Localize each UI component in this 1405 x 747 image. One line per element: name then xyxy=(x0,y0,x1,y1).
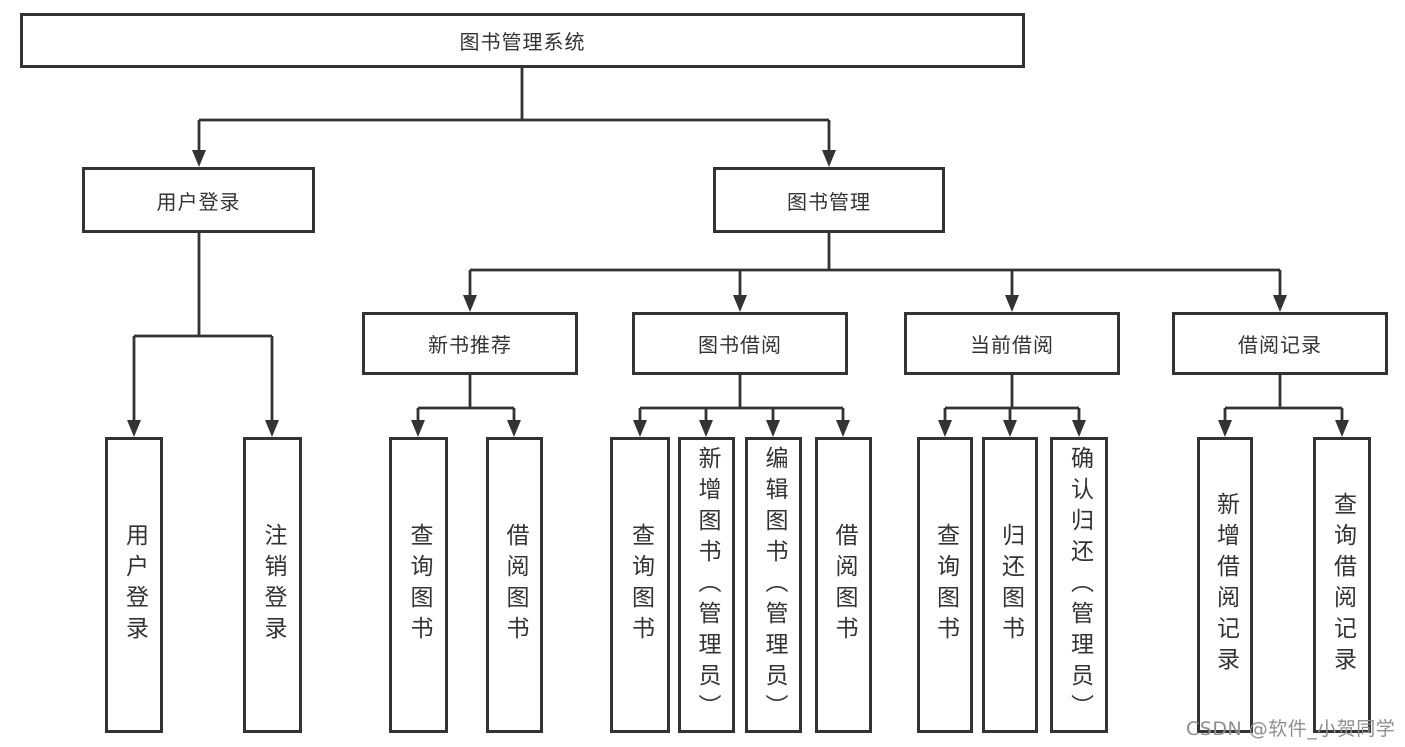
leaf-confirm-return-admin: 确认归还（管理员） xyxy=(1050,437,1108,733)
node-user-login: 用户登录 xyxy=(82,167,315,233)
leaf-label: 归还图书 xyxy=(997,523,1024,647)
leaf-query-books-current: 查询图书 xyxy=(917,437,973,733)
leaf-query-borrow-record: 查询借阅记录 xyxy=(1313,437,1371,733)
leaf-logout-login: 注销登录 xyxy=(243,437,302,733)
leaf-borrow-books-recommend: 借阅图书 xyxy=(486,437,543,733)
node-library-system: 图书管理系统 xyxy=(20,13,1025,68)
node-book-management: 图书管理 xyxy=(713,167,945,233)
leaf-label: 新增图书（管理员） xyxy=(694,445,720,725)
leaf-label: 借阅图书 xyxy=(502,523,528,647)
node-book-borrow: 图书借阅 xyxy=(632,312,848,375)
leaf-query-books-borrow: 查询图书 xyxy=(610,437,670,733)
leaf-label: 借阅图书 xyxy=(831,523,857,647)
leaf-return-books: 归还图书 xyxy=(982,437,1038,733)
node-current-borrow: 当前借阅 xyxy=(904,312,1120,375)
leaf-label: 新增借阅记录 xyxy=(1212,492,1239,678)
leaf-label: 查询图书 xyxy=(627,523,654,647)
node-new-book-recommend: 新书推荐 xyxy=(362,312,578,375)
leaf-borrow-books: 借阅图书 xyxy=(815,437,872,733)
leaf-label: 查询图书 xyxy=(932,523,959,647)
leaf-edit-books-admin: 编辑图书（管理员） xyxy=(745,437,802,733)
leaf-label: 查询图书 xyxy=(406,523,432,647)
leaf-label: 用户登录 xyxy=(121,523,148,647)
leaf-query-books-recommend: 查询图书 xyxy=(389,437,448,733)
leaf-label: 编辑图书（管理员） xyxy=(761,445,787,725)
leaf-add-books-admin: 新增图书（管理员） xyxy=(678,437,735,733)
leaf-label: 注销登录 xyxy=(260,523,286,647)
watermark: CSDN @软件_小贺同学 xyxy=(1186,718,1396,740)
leaf-label: 查询借阅记录 xyxy=(1329,492,1356,678)
leaf-user-login: 用户登录 xyxy=(105,437,163,733)
leaf-add-borrow-record: 新增借阅记录 xyxy=(1197,437,1253,733)
node-borrow-records: 借阅记录 xyxy=(1172,312,1388,375)
leaf-label: 确认归还（管理员） xyxy=(1066,445,1093,725)
